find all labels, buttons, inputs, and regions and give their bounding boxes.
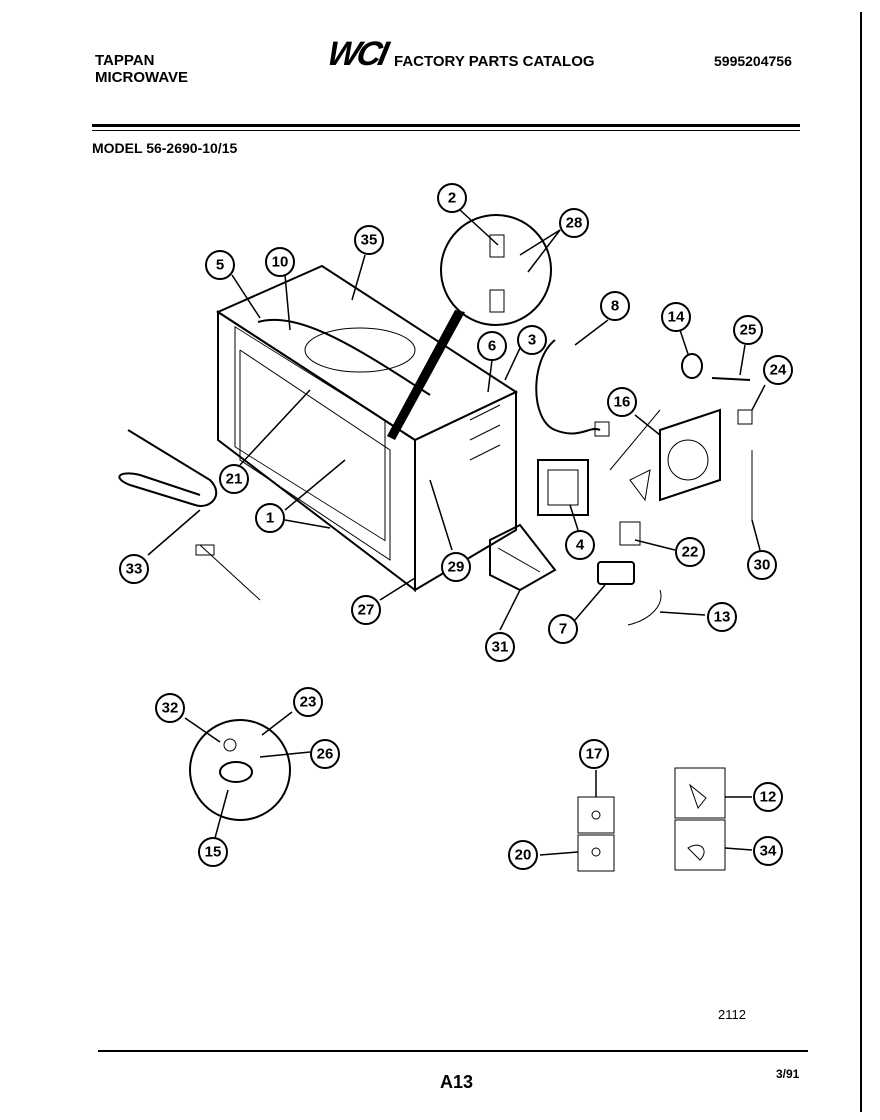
interlock-switch-detail (387, 214, 552, 440)
callout-24: 24 (763, 355, 793, 385)
fan-motor-assembly (609, 408, 753, 520)
catalog-number: 5995204756 (714, 53, 792, 69)
callout-8-label: 8 (611, 298, 619, 315)
callout-35: 35 (354, 225, 384, 255)
callout-28-label: 28 (566, 215, 583, 232)
callout-24-label: 24 (770, 362, 787, 379)
callout-4: 4 (565, 530, 595, 560)
callout-2-label: 2 (448, 190, 456, 207)
callout-13: 13 (707, 602, 737, 632)
callout-10: 10 (265, 247, 295, 277)
power-cord (535, 339, 610, 437)
callout-22-label: 22 (682, 544, 699, 561)
thermal-cutout-detail (189, 719, 291, 821)
callout-29: 29 (441, 552, 471, 582)
leader-lines (147, 209, 766, 856)
callout-26-label: 26 (317, 746, 334, 763)
callout-7-label: 7 (559, 621, 567, 638)
capacitor (597, 521, 662, 626)
page-number: A13 (440, 1072, 474, 1092)
callout-1: 1 (255, 503, 285, 533)
callout-34-label: 34 (760, 843, 777, 860)
callout-25-label: 25 (740, 322, 757, 339)
callout-32: 32 (155, 693, 185, 723)
callout-4-label: 4 (576, 537, 585, 554)
callout-17-label: 17 (586, 746, 603, 763)
callout-16: 16 (607, 387, 637, 417)
callout-3-label: 3 (528, 332, 536, 349)
callout-21: 21 (219, 464, 249, 494)
callout-22: 22 (675, 537, 705, 567)
callout-32-label: 32 (162, 700, 179, 717)
callout-30: 30 (747, 550, 777, 580)
page-border-right (860, 12, 862, 1112)
footer-rule (98, 1050, 808, 1052)
callout-31: 31 (485, 632, 515, 662)
lamp (681, 353, 753, 425)
callout-5-label: 5 (216, 257, 224, 274)
callout-28: 28 (559, 208, 589, 238)
small-parts-boxes (577, 767, 726, 872)
callout-5: 5 (205, 250, 235, 280)
brand-line-2: MICROWAVE (95, 69, 189, 86)
callout-33-label: 33 (126, 561, 143, 578)
callout-23-label: 23 (300, 694, 317, 711)
callout-23: 23 (293, 687, 323, 717)
callout-6-label: 6 (488, 338, 496, 355)
callout-15: 15 (198, 837, 228, 867)
callout-14: 14 (661, 302, 691, 332)
callout-35-label: 35 (361, 232, 378, 249)
callout-20-label: 20 (515, 847, 532, 864)
callout-25: 25 (733, 315, 763, 345)
diagram-code: 2112 (718, 1007, 746, 1022)
callout-1-label: 1 (266, 510, 274, 527)
callout-17: 17 (579, 739, 609, 769)
callout-33: 33 (119, 554, 149, 584)
callout-14-label: 14 (668, 309, 685, 326)
callout-3: 3 (517, 325, 547, 355)
brand-line-1: TAPPAN (95, 52, 155, 69)
callout-16-label: 16 (614, 394, 631, 411)
callout-12-label: 12 (760, 789, 777, 806)
transformer (489, 523, 557, 592)
callout-26: 26 (310, 739, 340, 769)
model-number: MODEL 56-2690-10/15 (92, 140, 238, 156)
callout-6: 6 (477, 331, 507, 361)
heater-element (118, 429, 261, 601)
callout-34: 34 (753, 836, 783, 866)
callout-10-label: 10 (272, 254, 289, 271)
callout-2: 2 (437, 183, 467, 213)
revision-date: 3/91 (776, 1067, 800, 1081)
callout-7: 7 (548, 614, 578, 644)
callout-31-label: 31 (492, 639, 509, 656)
oven-cabinet (215, 264, 519, 593)
callout-29-label: 29 (448, 559, 465, 576)
callout-20: 20 (508, 840, 538, 870)
callout-27-label: 27 (358, 602, 375, 619)
callout-8: 8 (600, 291, 630, 321)
callout-13-label: 13 (714, 609, 731, 626)
catalog-title: FACTORY PARTS CATALOG (394, 53, 595, 70)
header-rule-thin (92, 130, 800, 131)
header-rule-thick (92, 124, 800, 127)
callout-27: 27 (351, 595, 381, 625)
callout-21-label: 21 (226, 471, 243, 488)
brand-block: TAPPAN MICROWAVE (95, 52, 188, 86)
callout-30-label: 30 (754, 557, 771, 574)
callout-12: 12 (753, 782, 783, 812)
magnetron (537, 459, 589, 516)
callout-15-label: 15 (205, 844, 222, 861)
